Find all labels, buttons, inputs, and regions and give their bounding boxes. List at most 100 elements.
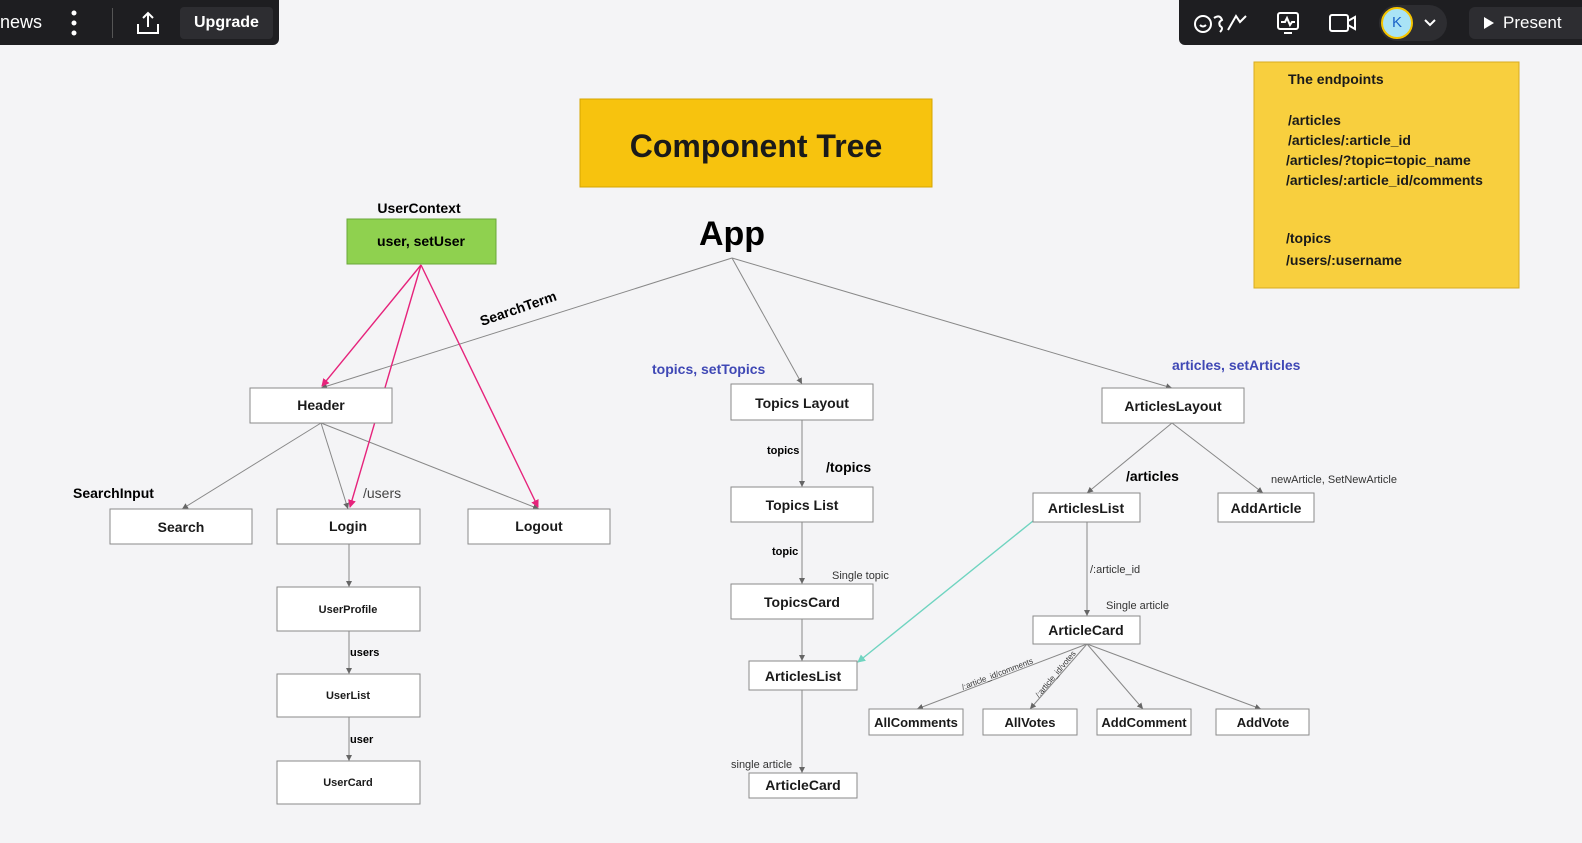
reactions-icon[interactable] [1191, 8, 1249, 38]
chevron-down-icon[interactable] [1423, 18, 1437, 28]
userprofile-node-label: UserProfile [319, 604, 378, 616]
login-node-box[interactable] [276, 508, 421, 545]
topics-articles-list-node-label: ArticlesList [765, 668, 842, 684]
userlist-node-label: UserList [326, 690, 370, 702]
edge-articlecard-allvotes [1029, 643, 1088, 710]
board-name[interactable]: news [0, 12, 43, 32]
edge-articleslayout-articleslist [1086, 422, 1173, 494]
comments-route-label: /:article_id/comments [960, 656, 1034, 691]
endpoint-item: /articles/?topic=topic_name [1286, 152, 1471, 168]
add-article-node-box[interactable] [1217, 492, 1315, 523]
header-node-label: Header [297, 397, 345, 413]
articles-route-label: /articles [1126, 468, 1179, 484]
header-node-box[interactable] [249, 387, 393, 424]
usercard-node-box[interactable] [276, 760, 421, 805]
present-button[interactable]: Present [1469, 6, 1582, 39]
avatar[interactable]: K [1381, 6, 1413, 39]
add-comment-node-label: AddComment [1101, 715, 1187, 730]
userlist-node-box[interactable] [276, 673, 421, 718]
user-context-label: UserContext [377, 200, 461, 216]
single-article-lower-label: single article [731, 759, 792, 771]
edge-app-articles-layout [731, 257, 1173, 390]
edge-app-header [320, 257, 733, 390]
add-article-node-label: AddArticle [1231, 500, 1302, 516]
play-icon [1484, 16, 1494, 29]
tree-connectors [181, 257, 1264, 773]
topics-card-node-box[interactable] [730, 583, 874, 620]
user-context-value: user, setUser [377, 233, 465, 249]
endpoints-sticky-note[interactable] [1253, 61, 1520, 289]
context-arrow-logout [420, 264, 539, 508]
all-votes-node-label: AllVotes [1004, 715, 1055, 730]
articles-layout-node-box[interactable] [1101, 387, 1245, 424]
users-prop-label: users [350, 647, 379, 659]
endpoint-item: /users/:username [1286, 252, 1402, 268]
topics-state-label: topics, setTopics [652, 361, 766, 377]
edge-header-login [320, 422, 350, 510]
all-votes-node-box[interactable] [982, 708, 1078, 736]
endpoint-item: /articles [1288, 112, 1341, 128]
search-term-label: SearchTerm [478, 288, 559, 329]
topics-articles-list-node-box[interactable] [748, 660, 858, 691]
search-input-label: SearchInput [73, 485, 154, 501]
root-app-node[interactable]: App [699, 215, 765, 253]
topics-card-node-label: TopicsCard [764, 594, 840, 610]
articles-list-node-label: ArticlesList [1048, 500, 1125, 516]
node-labels: Header Search Login Logout UserProfile U… [158, 395, 1302, 793]
title-box[interactable] [579, 98, 933, 188]
toolbar-divider [112, 7, 113, 38]
more-options-icon[interactable] [62, 8, 86, 38]
endpoint-item: /topics [1286, 230, 1331, 246]
logout-node-box[interactable] [467, 508, 611, 545]
single-article-label: Single article [1106, 600, 1169, 612]
reuse-arrow [857, 520, 1034, 663]
all-comments-node-label: AllComments [874, 715, 958, 730]
edge-articlecard-addcomment [1086, 643, 1144, 710]
topics-layout-node-box[interactable] [730, 383, 874, 421]
topics-prop-label: topics [767, 445, 799, 457]
article-card-node-box[interactable] [1032, 615, 1141, 645]
search-node-box[interactable] [109, 508, 253, 545]
logout-node-label: Logout [515, 518, 563, 534]
new-article-label: newArticle, SetNewArticle [1271, 474, 1397, 486]
upgrade-button[interactable]: Upgrade [180, 6, 273, 39]
all-comments-node-box[interactable] [868, 708, 964, 736]
article-card-node-label: ArticleCard [1048, 622, 1123, 638]
context-arrows [321, 264, 539, 508]
video-camera-icon[interactable] [1327, 8, 1359, 38]
topics-article-card-node-label: ArticleCard [765, 777, 840, 793]
article-id-route-label: /:article_id [1090, 564, 1140, 576]
endpoint-item: /articles/:article_id [1288, 132, 1411, 148]
share-upload-icon[interactable] [133, 8, 163, 38]
top-toolbar-right: K Present [1179, 0, 1582, 45]
activity-chart-icon[interactable] [1273, 8, 1303, 38]
edge-articlecard-allcomments [916, 643, 1088, 710]
votes-route-label: /:article_id/votes [1034, 649, 1078, 699]
topics-list-node-box[interactable] [730, 486, 874, 523]
topics-route-label: /topics [826, 459, 871, 475]
single-topic-label: Single topic [832, 570, 889, 582]
search-node-label: Search [158, 519, 205, 535]
endpoint-item: /articles/:article_id/comments [1286, 172, 1483, 188]
articles-list-node-box[interactable] [1032, 492, 1141, 523]
usercard-node-label: UserCard [323, 777, 373, 789]
edge-header-logout [320, 422, 540, 510]
top-toolbar-left: news Upgrade [0, 0, 279, 45]
topic-prop-label: topic [772, 546, 798, 558]
edge-articlecard-addvote [1086, 643, 1262, 710]
user-menu[interactable]: K [1379, 4, 1447, 41]
topics-layout-node-label: Topics Layout [755, 395, 849, 411]
edge-articleslayout-addarticle [1171, 422, 1264, 494]
topics-list-node-label: Topics List [766, 497, 839, 513]
userprofile-node-box[interactable] [276, 586, 421, 632]
add-comment-node-box[interactable] [1096, 708, 1192, 736]
users-route-label: /users [363, 485, 401, 501]
topics-article-card-node-box[interactable] [748, 772, 858, 799]
user-context-box[interactable] [346, 218, 497, 265]
articles-layout-node-label: ArticlesLayout [1124, 398, 1222, 414]
articles-state-label: articles, setArticles [1172, 357, 1301, 373]
endpoints-heading: The endpoints [1288, 71, 1384, 87]
add-vote-node-box[interactable] [1215, 708, 1310, 736]
edge-header-search [181, 422, 322, 510]
